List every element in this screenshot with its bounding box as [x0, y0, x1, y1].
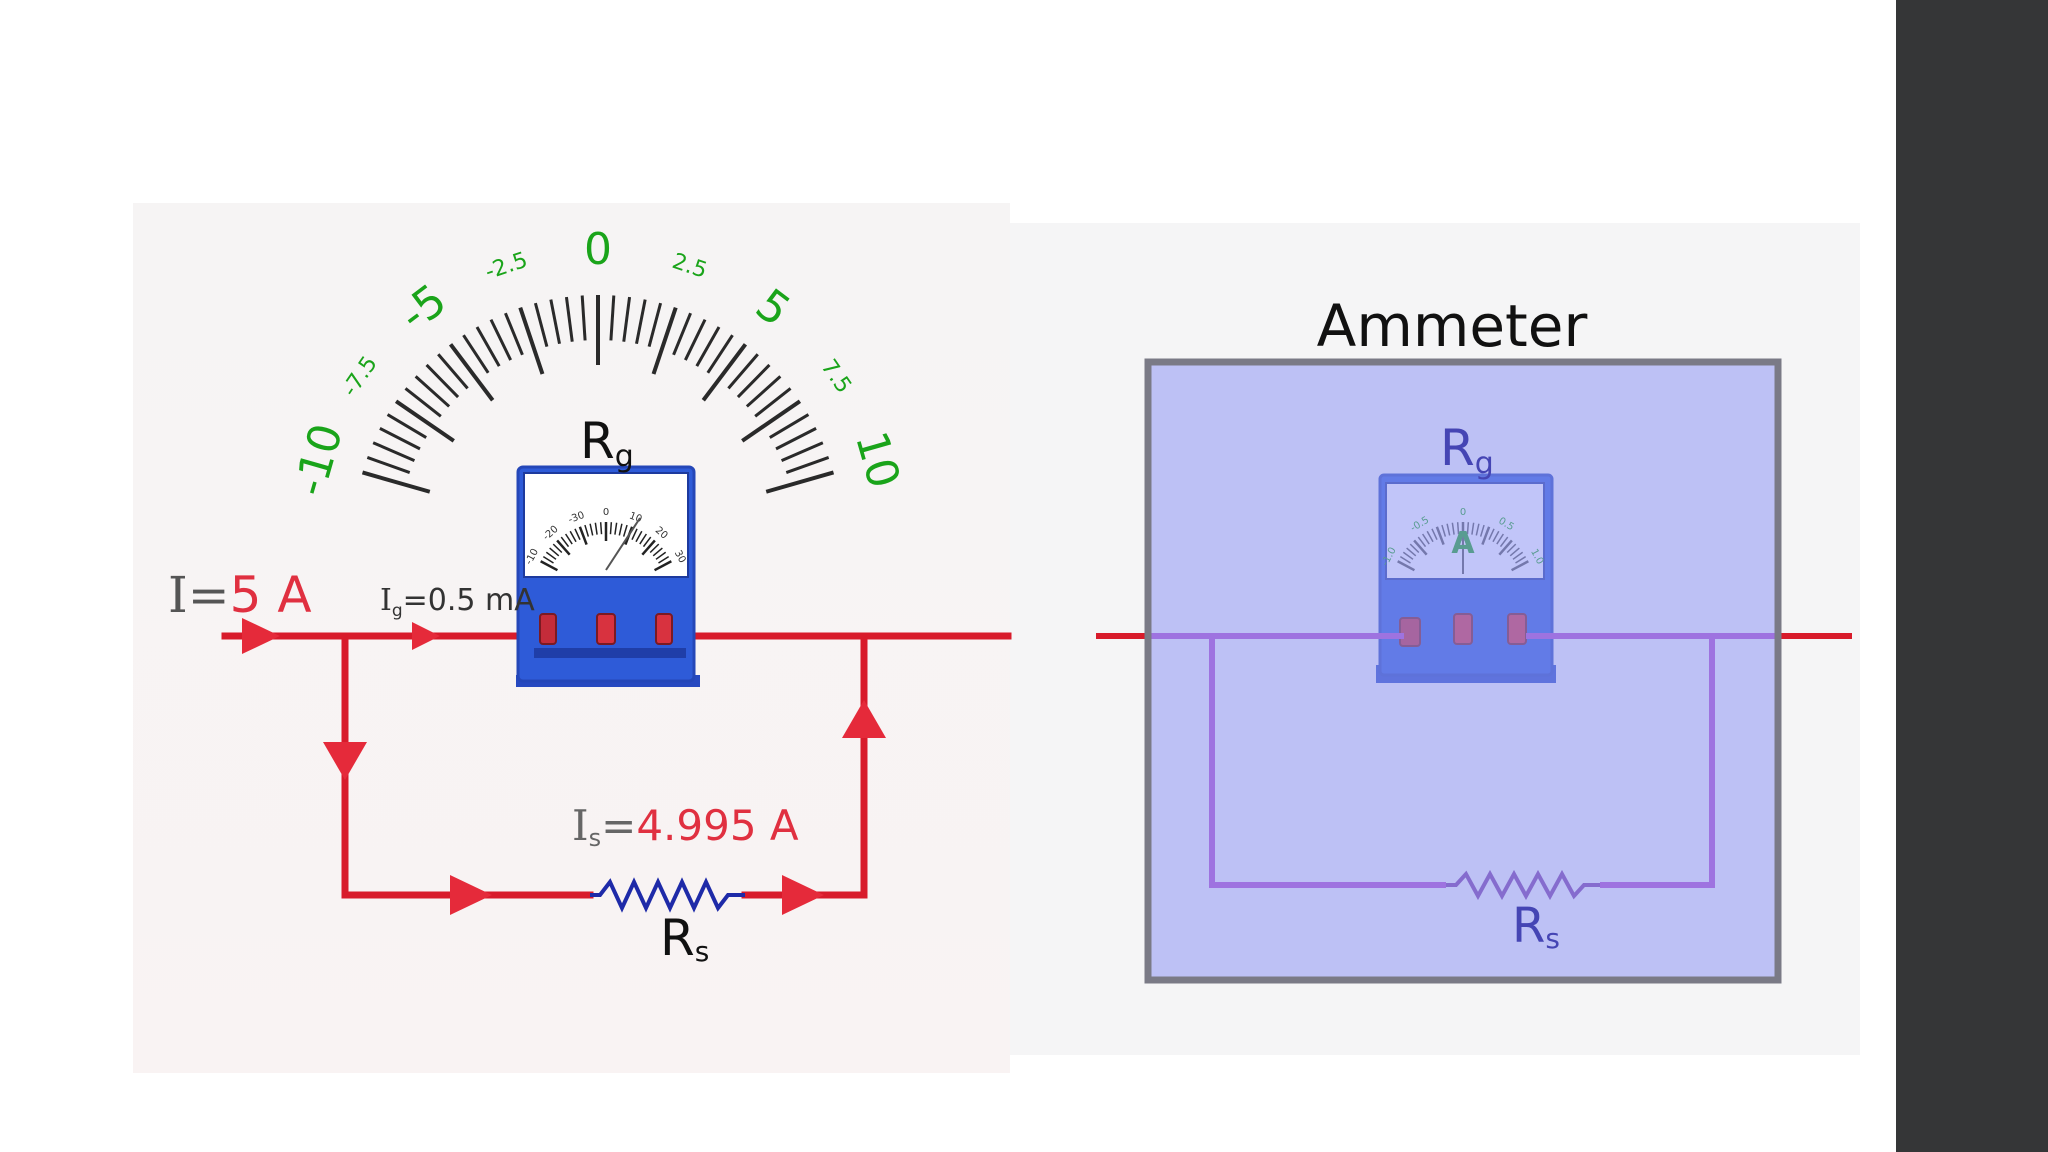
ammeter-title: Ammeter — [1317, 292, 1588, 360]
scale-tick — [379, 427, 421, 451]
galvanometer-current-label: Ig=0.5 mA — [380, 583, 535, 621]
scale-tick — [504, 312, 524, 356]
dial-tick — [584, 524, 590, 537]
dial-tick — [653, 560, 672, 572]
dial-label: -30 — [567, 510, 586, 526]
scale-tick — [701, 343, 748, 402]
scale-tick — [775, 427, 817, 451]
scale-tick — [518, 307, 545, 375]
total-current-label: I=5 A — [168, 566, 312, 624]
dial-tick — [655, 551, 667, 560]
scale-tick — [765, 470, 835, 494]
scale-tick — [533, 302, 549, 348]
dial-tick — [631, 528, 638, 541]
current-arrow-icon — [450, 875, 492, 915]
dial-tick — [560, 536, 570, 548]
dial-tick — [649, 543, 660, 554]
dial-tick — [658, 556, 670, 564]
scale-tick — [394, 399, 455, 443]
scale-tick — [549, 299, 561, 345]
dial-tick — [642, 536, 652, 548]
scale-tick — [462, 334, 490, 374]
shunt-resistance-label: Rs — [660, 909, 709, 968]
scale-tick — [769, 413, 810, 439]
scale-tick — [437, 353, 469, 390]
dial-tick — [618, 523, 623, 536]
scale-tick — [448, 343, 495, 402]
scale-tick — [489, 318, 512, 361]
galvanometer-resistance-label: Rg — [580, 412, 634, 474]
ammeter-galvanometer-label: Rg — [1440, 419, 1494, 481]
dial-tick — [609, 522, 613, 535]
scale-tick — [425, 363, 460, 399]
scale-tick — [635, 299, 647, 345]
dial-tick — [599, 522, 603, 535]
scale-tick — [741, 399, 802, 443]
scale-tick — [695, 326, 721, 367]
scale-tick — [372, 441, 416, 462]
dial-tick — [574, 528, 581, 541]
scale-tick — [672, 312, 692, 356]
dial-tick — [589, 523, 594, 536]
ammeter-shunt-label: Rs — [1512, 898, 1560, 955]
scale-tick — [622, 296, 632, 342]
scale-tick — [780, 441, 824, 462]
scale-tick — [684, 318, 707, 361]
dial-tick — [639, 533, 648, 545]
dial-tick — [594, 522, 598, 535]
scale-tick — [745, 375, 782, 408]
dial-tick — [540, 560, 559, 572]
scale-label: 0 — [584, 224, 612, 275]
scale-tick — [414, 375, 451, 408]
scale-tick — [651, 307, 678, 375]
scale-tick — [706, 334, 734, 374]
scale-tick — [580, 295, 587, 341]
scale-tick — [475, 326, 501, 367]
dial-label: 0 — [603, 507, 609, 518]
dial-tick — [549, 547, 560, 557]
dial-tick — [641, 539, 656, 556]
scale-tick — [404, 387, 442, 418]
dial-tick — [556, 539, 571, 556]
dial-tick — [652, 547, 663, 557]
dial-tick — [635, 530, 643, 543]
current-arrow-icon — [782, 875, 824, 915]
dial-tick — [569, 530, 577, 543]
dial-tick — [614, 522, 618, 535]
dial-tick — [578, 526, 588, 545]
scale-tick — [727, 353, 759, 390]
current-arrow-icon — [842, 700, 886, 738]
scale-tick — [366, 455, 411, 474]
dial-tick — [552, 543, 563, 554]
current-arrow-icon — [323, 742, 367, 780]
dial-label: 10 — [628, 510, 644, 525]
dial-tick — [622, 524, 628, 537]
scale-tick — [736, 363, 771, 399]
scale-tick — [361, 470, 431, 494]
shunt-current-label: Is=4.995 A — [572, 801, 799, 852]
current-arrow-icon — [412, 622, 440, 650]
scale-tick — [647, 302, 663, 348]
ammeter-enclosure — [1144, 358, 1782, 984]
dial-tick — [545, 551, 557, 560]
dial-tick — [564, 533, 573, 545]
scale-tick — [386, 413, 427, 439]
scale-tick — [754, 387, 792, 418]
dial-label: 30 — [672, 549, 688, 565]
resistor-zigzag-icon — [590, 877, 745, 913]
scale-tick — [609, 295, 616, 341]
dial-needle — [605, 517, 641, 571]
scale-tick — [785, 455, 830, 474]
right-sidebar — [1896, 0, 2048, 1152]
scale-tick — [564, 296, 574, 342]
dial-tick — [542, 556, 554, 564]
current-arrow-icon — [242, 618, 280, 654]
